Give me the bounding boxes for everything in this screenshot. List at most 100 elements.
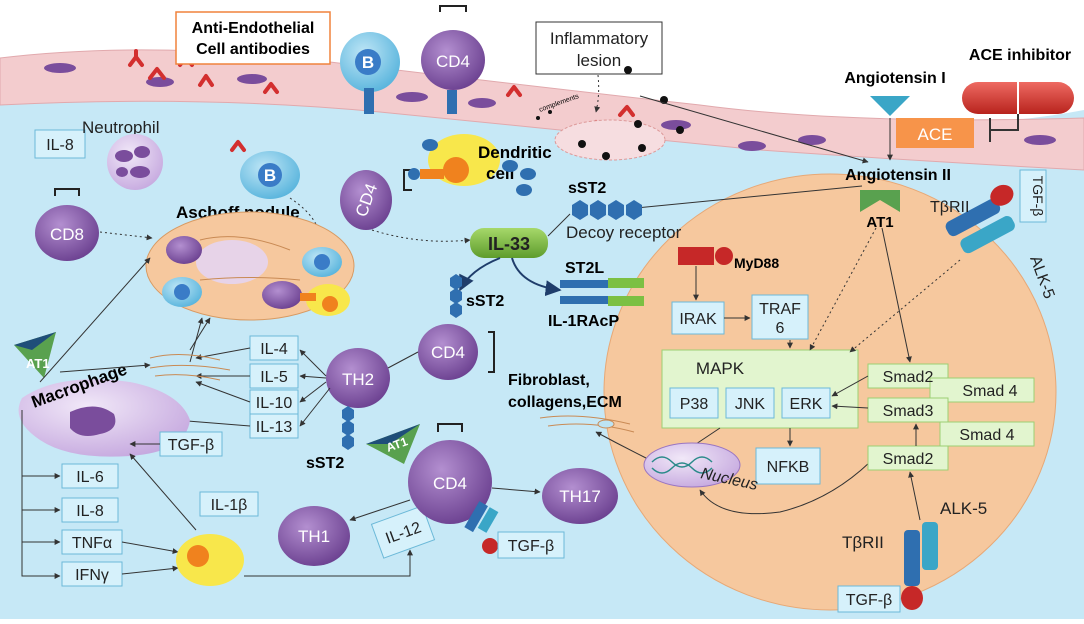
il6-label: IL-6 xyxy=(76,469,104,486)
at1-to-smad xyxy=(881,227,912,363)
ace-box xyxy=(896,118,974,148)
sst2-low-label: sST2 xyxy=(306,455,344,472)
il10-label: IL-10 xyxy=(256,395,293,412)
neutrophil-nucleus xyxy=(115,146,150,178)
th2-label: TH2 xyxy=(342,370,374,389)
mapk-label: MAPK xyxy=(696,359,745,378)
jnk-box xyxy=(725,387,775,419)
fibers-center xyxy=(539,415,635,433)
th2-cytokines xyxy=(249,335,299,439)
traf6-label-1: TRAF xyxy=(759,301,801,318)
dendritic-label-1: Dendritic xyxy=(478,143,552,162)
alk5-low-label: ALK-5 xyxy=(940,499,987,518)
b-cell-top-label: B xyxy=(362,53,374,72)
tgfb-center-label: TGF-β xyxy=(508,538,555,555)
th1-label: TH1 xyxy=(298,527,330,546)
traf6-box xyxy=(751,294,809,340)
tgfb-top-box xyxy=(1019,169,1047,223)
nfkb-label: NFKB xyxy=(767,459,810,476)
tgfb-top-label: TGF-β xyxy=(1030,176,1046,217)
ifng-label: IFNγ xyxy=(75,567,109,584)
st2l-receptor xyxy=(560,278,644,306)
anti-endothelial-label-1: Anti-Endothelial xyxy=(192,20,315,37)
il8-top-box xyxy=(34,129,86,159)
smad3-to-erk xyxy=(831,403,869,410)
dna-helix xyxy=(651,456,713,474)
smad3-label: Smad3 xyxy=(883,403,934,420)
dendritic-mhc xyxy=(408,168,420,180)
il5-label: IL-5 xyxy=(260,369,288,386)
arrow-cd8-aschoff xyxy=(99,231,153,241)
th17-label: TH17 xyxy=(559,487,601,506)
cd8-cell xyxy=(35,205,99,261)
neutrophil-cell xyxy=(107,134,163,190)
aschoff-fibers-link xyxy=(189,317,211,351)
cd4-top-bracket xyxy=(439,5,467,12)
tbrii-low-receptor xyxy=(904,530,920,586)
myd88-receptor xyxy=(678,247,714,265)
smad4-top-label: Smad 4 xyxy=(962,383,1017,400)
cytokine-dots xyxy=(422,139,536,196)
b-cell-left-label: B xyxy=(264,166,276,185)
tnfa-label: TNFα xyxy=(72,535,112,552)
il13-label: IL-13 xyxy=(256,419,293,436)
macro-to-fibers xyxy=(59,362,151,373)
th2-cell xyxy=(326,348,390,408)
erk-box xyxy=(781,387,831,419)
lesion-area xyxy=(554,119,666,161)
traf6-label-2: 6 xyxy=(776,320,785,337)
cd4-mid xyxy=(418,324,478,380)
b-cell-left-nucleus xyxy=(258,163,282,187)
cd4-left-bracket xyxy=(403,169,412,191)
endothelial-nuclei xyxy=(44,63,1056,151)
macro-output-boxes xyxy=(61,463,123,587)
myd88-ball xyxy=(715,247,733,265)
fibroblast-label-2: collagens,ECM xyxy=(508,394,622,411)
inflammatory-lesion-box xyxy=(535,21,663,75)
nucleus-to-fibroblast xyxy=(595,431,647,459)
alk5-low-receptor xyxy=(922,522,938,570)
p38-box xyxy=(669,387,719,419)
il33-label: IL-33 xyxy=(488,234,530,254)
tgfb-receptor-low xyxy=(464,501,499,533)
arrow-ang2-to-sst2 xyxy=(635,185,863,211)
nfkb-box xyxy=(755,447,821,485)
decoy-receptor-label: Decoy receptor xyxy=(566,223,682,242)
cd4-low-bracket xyxy=(437,423,463,432)
arrow-b-aschoff xyxy=(289,197,323,241)
anti-endothelial-label-2: Cell antibodies xyxy=(196,41,310,58)
macro-to-aschoff xyxy=(39,257,151,383)
cd4-top xyxy=(421,30,485,90)
il12-link xyxy=(244,549,413,577)
tbrii-low-label: TβRII xyxy=(842,533,884,552)
cd4-mid-label: CD4 xyxy=(431,343,465,362)
irak-box xyxy=(671,301,725,335)
smad2-top-label: Smad2 xyxy=(883,369,934,386)
il4-label: IL-4 xyxy=(260,341,288,358)
arrow-il33-st2l xyxy=(511,257,562,297)
cd4low-to-th1 xyxy=(349,499,411,522)
fibers-left xyxy=(149,353,231,381)
dendritic-receptor xyxy=(420,169,444,179)
smad2-low-label: Smad2 xyxy=(883,451,934,468)
st2l-label: ST2L xyxy=(565,260,604,277)
neutrophil-label: Neutrophil xyxy=(82,118,160,137)
smad-boxes xyxy=(867,363,1035,471)
smad-to-erk xyxy=(831,375,869,397)
angiotensin-1-icon xyxy=(870,96,910,116)
sst2-mid-label: sST2 xyxy=(466,293,504,310)
cd4-top-label: CD4 xyxy=(436,52,470,71)
myd88-label: MyD88 xyxy=(734,255,779,271)
cd8-bracket xyxy=(54,188,80,196)
il33-to-sst2 xyxy=(547,213,571,237)
inflammatory-lesion-label-2: lesion xyxy=(577,51,621,70)
cd4-low-label: CD4 xyxy=(433,474,467,493)
il8-top-label: IL-8 xyxy=(46,137,74,154)
il33-box xyxy=(470,228,548,258)
tgfb-right-label: TGF-β xyxy=(846,592,893,609)
il1b-box xyxy=(199,491,259,517)
smad4-low-label: Smad 4 xyxy=(959,427,1014,444)
tgfb-left-label: TGF-β xyxy=(168,437,215,454)
il12-box xyxy=(370,505,436,559)
